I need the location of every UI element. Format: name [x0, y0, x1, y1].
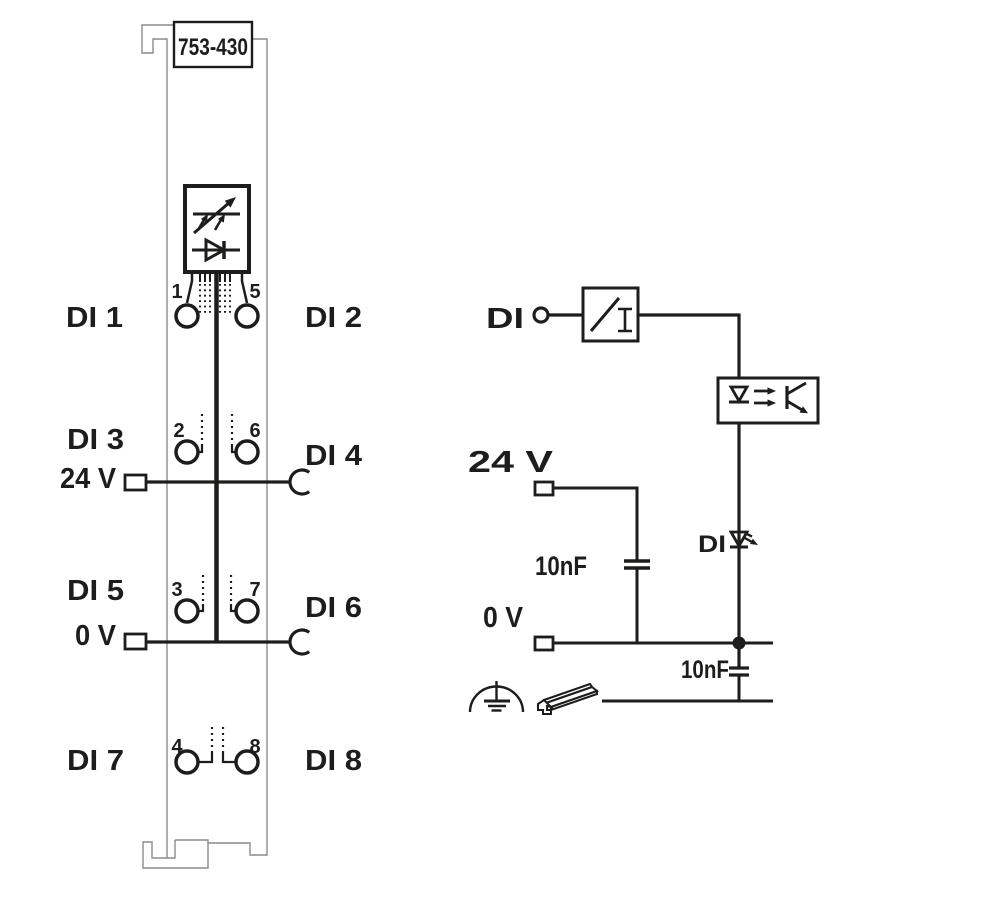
label-di1: DI 1: [66, 302, 123, 334]
part-number: 753-430: [178, 34, 248, 61]
terminal-number-7: 7: [249, 579, 260, 601]
ground-jumper-contact-icon: [288, 628, 311, 656]
supply-rail-24v: [123, 468, 311, 496]
supply-terminal-square: [123, 473, 148, 492]
terminal-number-4: 4: [171, 736, 183, 758]
module-housing-outline: [141, 24, 268, 869]
schematic-supply-label: 24 V: [468, 444, 553, 479]
schematic-input-label: DI: [486, 303, 524, 335]
earth-capacitor-value: 10nF: [681, 656, 729, 684]
schematic-ground-label: 0 V: [483, 602, 524, 634]
earth-branch: 10nF: [602, 656, 773, 703]
supply-branch: 24 V 10nF: [468, 444, 650, 643]
channel-labels: DI 1 DI 2 DI 3 24 V DI 4 DI 5 0 V DI 6 D…: [60, 302, 362, 777]
ground-terminal-square: [123, 632, 148, 651]
diode-icon: [192, 237, 240, 263]
label-di4: DI 4: [305, 440, 362, 472]
pin-to-terminal-5: [240, 272, 249, 304]
terminal-circle-3: [174, 598, 200, 624]
internal-dashed-links: [198, 414, 236, 764]
terminal-circle-1: [174, 303, 200, 329]
internal-schematic: DI DI: [468, 286, 820, 715]
terminal-number-2: 2: [173, 420, 184, 442]
protection-block: [183, 184, 251, 313]
terminal-number-6: 6: [249, 420, 260, 442]
led-diode-icon: [728, 530, 750, 549]
optocoupler-icon: [716, 376, 820, 425]
earth-capacitor-icon: [729, 666, 749, 677]
terminal-circle-7: [234, 598, 260, 624]
label-di7: DI 7: [67, 745, 124, 777]
terminal-circles: [174, 303, 260, 775]
earth-wire: [602, 675, 773, 703]
terminal-number-8: 8: [249, 736, 260, 758]
input-filter-icon: [581, 286, 640, 343]
io-module: 753-430: [60, 20, 362, 869]
label-di8: DI 8: [305, 745, 362, 777]
supply-terminal-square: [533, 480, 555, 497]
label-di5: DI 5: [67, 575, 124, 607]
label-di3: DI 3: [67, 424, 124, 456]
status-led: DI: [698, 530, 758, 558]
ground-terminal-square: [533, 635, 555, 652]
surge-arrester-icon: [193, 197, 240, 235]
label-0v: 0 V: [75, 620, 117, 652]
input-terminal-circle: [532, 306, 550, 324]
terminal-number-1: 1: [171, 281, 182, 303]
terminal-circle-6: [234, 439, 260, 465]
ground-branch: 0 V: [483, 602, 773, 652]
earth-ground-icon: [468, 681, 525, 713]
ground-rail-0v: [123, 628, 311, 656]
junction-dot: [732, 636, 746, 650]
terminal-circle-8: [234, 749, 260, 775]
pin-to-terminal-1: [185, 272, 194, 304]
supply-capacitor-value: 10nF: [535, 551, 587, 581]
supply-wire: [553, 486, 639, 643]
signal-wire: [638, 313, 741, 668]
label-di6: DI 6: [305, 592, 362, 624]
terminal-circle-4: [174, 749, 200, 775]
label-24v: 24 V: [60, 463, 117, 495]
terminal-circle-5: [234, 303, 260, 329]
led-label: DI: [698, 531, 726, 558]
din-rail-icon: [537, 682, 600, 715]
terminal-number-3: 3: [171, 579, 182, 601]
supply-jumper-contact-icon: [288, 468, 311, 496]
terminal-number-5: 5: [249, 281, 260, 303]
label-di2: DI 2: [305, 302, 362, 334]
terminal-numbers: 1 5 2 6 3 7 4 8: [171, 281, 260, 758]
terminal-circle-2: [174, 439, 200, 465]
pin-stubs: [199, 272, 231, 282]
part-number-box: [172, 20, 254, 69]
supply-capacitor-icon: [624, 559, 650, 570]
